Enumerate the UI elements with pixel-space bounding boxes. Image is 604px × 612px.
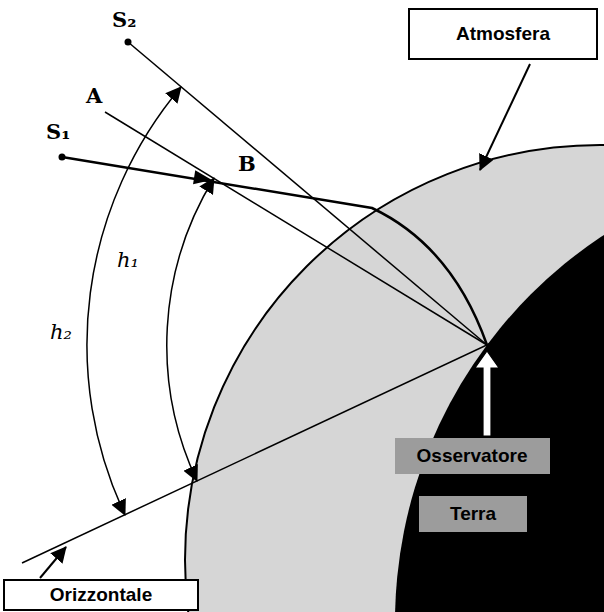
angle-arc bbox=[167, 178, 214, 481]
node-label: Terra bbox=[450, 503, 496, 525]
refracted-ray bbox=[62, 157, 487, 345]
callout-box: Orizzontale bbox=[3, 579, 199, 611]
horizon-line bbox=[22, 290, 604, 563]
angle-label: h₁ bbox=[117, 248, 139, 272]
earth-body bbox=[395, 159, 604, 612]
star-dot bbox=[59, 154, 66, 161]
node-label: Orizzontale bbox=[50, 584, 152, 606]
angle-label: h₂ bbox=[50, 320, 72, 344]
star-label: S₁ bbox=[46, 120, 70, 144]
label-box: Osservatore bbox=[395, 438, 550, 474]
angle-arc bbox=[87, 87, 181, 515]
apparent-ray bbox=[128, 42, 487, 345]
leader-arrow bbox=[480, 64, 530, 170]
leader-arrow bbox=[40, 547, 66, 578]
true-direction-line bbox=[105, 112, 487, 345]
point-label: B bbox=[238, 152, 256, 176]
star-dot bbox=[125, 39, 132, 46]
observer-arrow bbox=[475, 351, 499, 436]
star-label: S₂ bbox=[112, 8, 136, 32]
point-label: A bbox=[86, 84, 102, 108]
callout-box: Atmosfera bbox=[408, 8, 598, 60]
label-box: Terra bbox=[419, 496, 527, 532]
node-label: Atmosfera bbox=[456, 23, 550, 45]
node-label: Osservatore bbox=[417, 445, 528, 467]
